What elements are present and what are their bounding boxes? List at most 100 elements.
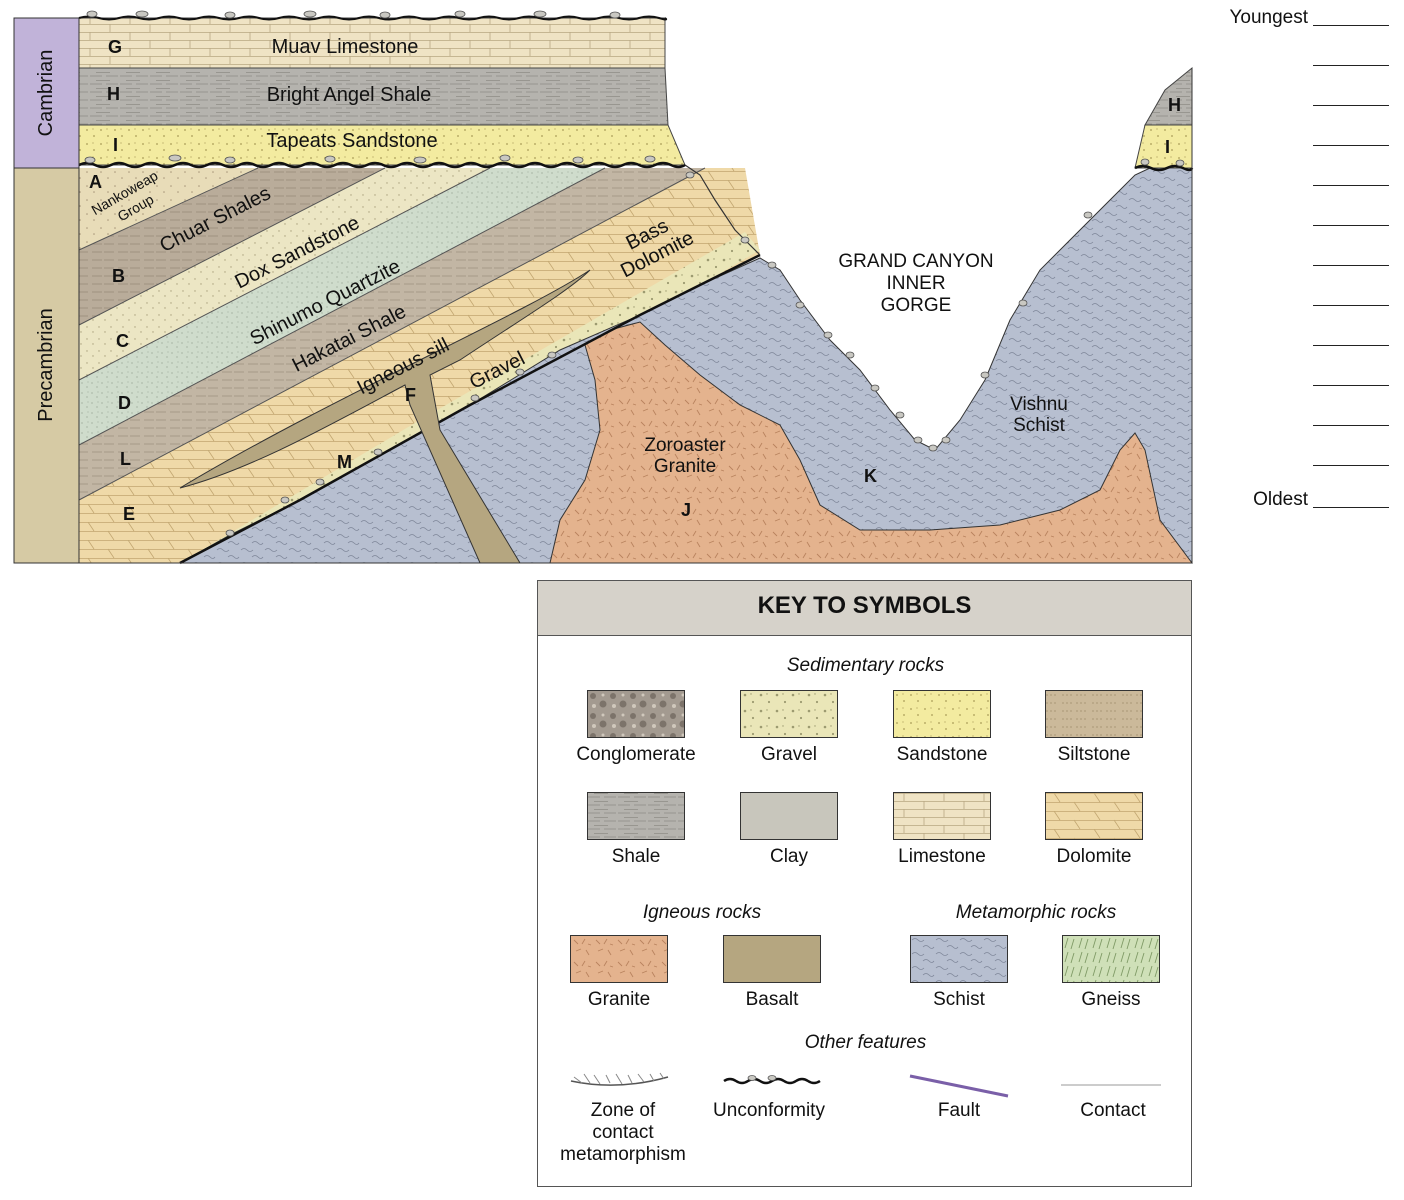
period-label-precambrian: Precambrian xyxy=(35,308,57,421)
unit-letter-J: J xyxy=(681,500,691,520)
unit-name-G: Muav Limestone xyxy=(272,36,419,58)
unit-name-I: Tapeats Sandstone xyxy=(266,130,437,152)
answer-row xyxy=(1205,248,1400,268)
label-gravel: Gravel xyxy=(761,744,817,765)
unit-letter-G: G xyxy=(108,37,122,57)
contact-symbol xyxy=(1061,1084,1161,1086)
swatch-limestone xyxy=(893,792,991,840)
age-order-answer-sheet: Youngest Oldest xyxy=(1205,0,1400,520)
precambrian-bar xyxy=(13,167,80,564)
answer-row xyxy=(1205,328,1400,348)
swatch-shale xyxy=(587,792,685,840)
label-sandstone: Sandstone xyxy=(896,744,988,765)
answer-row-youngest: Youngest xyxy=(1205,8,1400,28)
answer-blank[interactable] xyxy=(1313,185,1389,186)
answer-blank[interactable] xyxy=(1313,65,1389,66)
answer-row xyxy=(1205,48,1400,68)
label-contact-meta-1: Zone of xyxy=(590,1100,656,1121)
label-contact-meta-2: contact xyxy=(592,1122,654,1143)
unconformity-top-right xyxy=(1134,164,1194,172)
answer-row xyxy=(1205,168,1400,188)
right-letter-I: I xyxy=(1165,137,1170,157)
unit-name-K-1: Vishnu xyxy=(1010,394,1068,415)
label-gneiss: Gneiss xyxy=(1081,989,1141,1010)
swatch-sandstone xyxy=(893,690,991,738)
unit-J-granite xyxy=(549,321,1193,564)
swatch-schist xyxy=(910,935,1008,983)
label-siltstone: Siltstone xyxy=(1057,744,1131,765)
key-title-bar: KEY TO SYMBOLS xyxy=(538,581,1191,636)
answer-row xyxy=(1205,88,1400,108)
oldest-label: Oldest xyxy=(1253,489,1308,510)
unit-name-H: Bright Angel Shale xyxy=(267,84,432,106)
swatch-gravel xyxy=(740,690,838,738)
swatch-basalt xyxy=(723,935,821,983)
fault-symbol xyxy=(909,1074,1009,1098)
swatch-gneiss xyxy=(1062,935,1160,983)
unit-letter-I: I xyxy=(113,135,118,155)
answer-row xyxy=(1205,408,1400,428)
unit-name-J-1: Zoroaster xyxy=(644,435,726,456)
answer-blank[interactable] xyxy=(1313,507,1389,508)
answer-blank[interactable] xyxy=(1313,105,1389,106)
label-schist: Schist xyxy=(933,989,985,1010)
cambrian-bar xyxy=(13,17,80,169)
unit-letter-E: E xyxy=(123,504,135,524)
cross-section: Cambrian Precambrian G Muav Limestone H … xyxy=(13,10,1194,565)
answer-blank[interactable] xyxy=(1313,385,1389,386)
surface-top xyxy=(78,15,668,21)
swatch-granite xyxy=(570,935,668,983)
label-dolomite: Dolomite xyxy=(1056,846,1132,867)
answer-row xyxy=(1205,208,1400,228)
unit-letter-F: F xyxy=(405,385,416,405)
sedimentary-heading: Sedimentary rocks xyxy=(786,655,945,676)
youngest-label: Youngest xyxy=(1229,7,1308,28)
contact-metamorphism-symbol xyxy=(570,1072,669,1086)
unit-letter-D: D xyxy=(118,393,131,413)
label-conglomerate: Conglomerate xyxy=(576,744,696,765)
label-fault: Fault xyxy=(937,1100,981,1121)
swatch-siltstone xyxy=(1045,690,1143,738)
swatch-dolomite xyxy=(1045,792,1143,840)
unit-letter-C: C xyxy=(116,331,129,351)
answer-row xyxy=(1205,128,1400,148)
label-unconformity: Unconformity xyxy=(713,1100,825,1121)
answer-blank[interactable] xyxy=(1313,265,1389,266)
answer-blank[interactable] xyxy=(1313,225,1389,226)
unit-letter-H: H xyxy=(107,84,120,104)
answer-blank[interactable] xyxy=(1313,25,1389,26)
label-shale: Shale xyxy=(611,846,661,867)
answer-row-oldest: Oldest xyxy=(1205,490,1400,510)
unit-name-K-2: Schist xyxy=(1013,415,1065,436)
unit-F-igneous-sill xyxy=(179,269,591,564)
unit-letter-A: A xyxy=(89,172,102,192)
swatch-clay xyxy=(740,792,838,840)
unit-letter-B: B xyxy=(112,266,125,286)
answer-blank[interactable] xyxy=(1313,305,1389,306)
answer-blank[interactable] xyxy=(1313,145,1389,146)
gorge-label-1: GRAND CANYON xyxy=(838,251,993,272)
answer-blank[interactable] xyxy=(1313,465,1389,466)
answer-row xyxy=(1205,368,1400,388)
label-clay: Clay xyxy=(769,846,808,867)
label-contact: Contact xyxy=(1080,1100,1146,1121)
swatch-conglomerate xyxy=(587,690,685,738)
unit-letter-L: L xyxy=(120,449,131,469)
period-label-cambrian: Cambrian xyxy=(35,50,57,137)
unconformity-symbol xyxy=(723,1075,821,1085)
label-granite: Granite xyxy=(587,989,651,1010)
answer-row xyxy=(1205,288,1400,308)
unit-letter-M: M xyxy=(337,452,352,472)
label-contact-meta-3: metamorphism xyxy=(560,1144,686,1165)
key-to-symbols: KEY TO SYMBOLS Sedimentary rocks Conglom… xyxy=(537,580,1192,1187)
other-heading: Other features xyxy=(804,1032,927,1053)
key-title: KEY TO SYMBOLS xyxy=(757,592,972,619)
answer-blank[interactable] xyxy=(1313,345,1389,346)
label-limestone: Limestone xyxy=(898,846,986,867)
right-letter-H: H xyxy=(1168,95,1181,115)
answer-blank[interactable] xyxy=(1313,425,1389,426)
unit-M-gravel-band xyxy=(180,232,760,563)
label-basalt: Basalt xyxy=(745,989,799,1010)
igneous-heading: Igneous rocks xyxy=(642,902,762,923)
gorge-label-3: GORGE xyxy=(881,295,952,316)
